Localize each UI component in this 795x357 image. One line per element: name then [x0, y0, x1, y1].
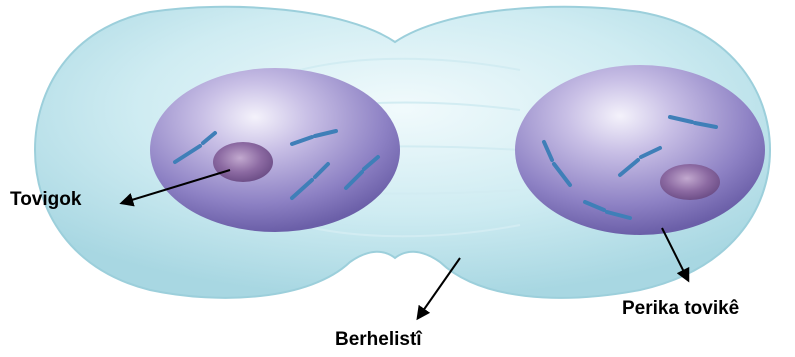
furrow-label: Berhelistî [335, 329, 423, 350]
right-nucleus [515, 65, 765, 235]
nuclear-envelope-label: Perika tovikê [622, 298, 739, 319]
left-nucleolus [213, 142, 273, 182]
right-nucleolus [660, 164, 720, 200]
left-nucleus [150, 68, 400, 232]
nucleolus-label: Tovigok [10, 189, 82, 210]
furrow-arrow [418, 258, 460, 318]
